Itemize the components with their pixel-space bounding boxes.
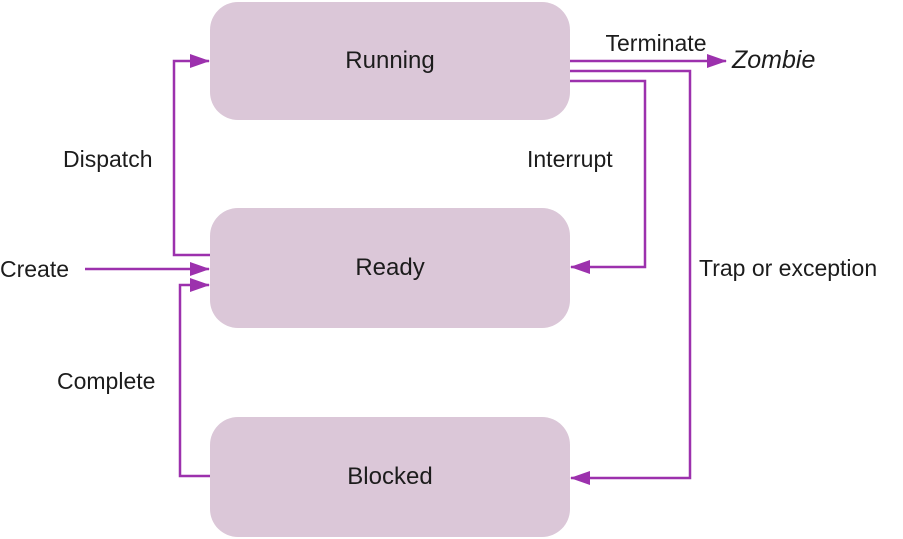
state-box-blocked: Blocked: [210, 417, 570, 537]
state-label-zombie: Zombie: [732, 46, 816, 74]
transition-label-create: Create: [0, 256, 70, 282]
edge-complete: [178, 278, 210, 478]
state-label-blocked: Blocked: [347, 463, 433, 490]
transition-label-complete: Complete: [57, 368, 156, 394]
state-box-ready: Ready: [210, 208, 570, 328]
transition-label-interrupt: Interrupt: [527, 146, 613, 172]
state-box-running: Running: [210, 2, 570, 120]
state-label-ready: Ready: [355, 254, 425, 281]
state-label-running: Running: [345, 47, 435, 74]
transition-label-trap-or-exception: Trap or exception: [699, 255, 878, 281]
transition-label-terminate: Terminate: [605, 30, 707, 56]
transition-label-dispatch: Dispatch: [63, 146, 153, 172]
edge-interrupt: [570, 79, 647, 274]
edge-dispatch: [172, 54, 210, 257]
edge-trap-or-exception: [570, 69, 692, 485]
